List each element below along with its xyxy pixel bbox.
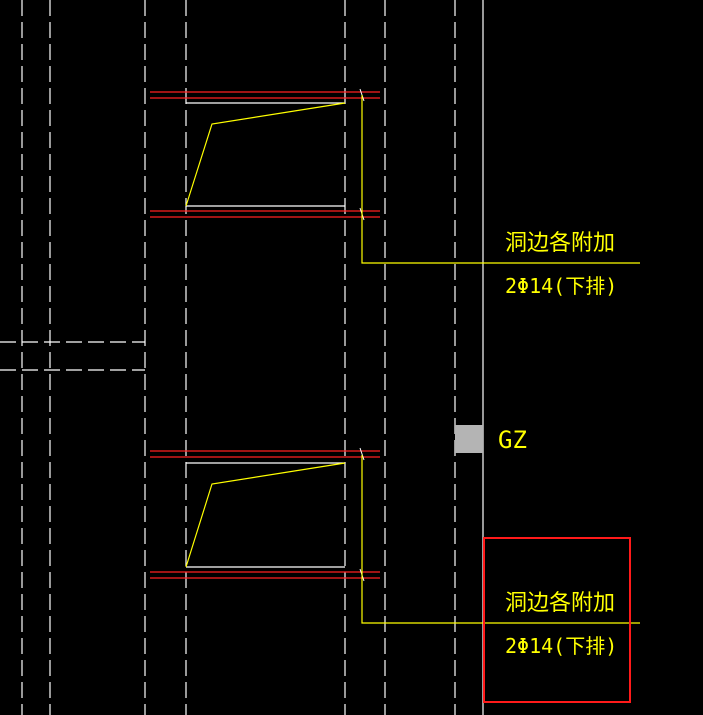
axis-lines — [0, 0, 456, 715]
opening-symbol-upper — [185, 102, 346, 207]
rebar-lines-lower — [150, 450, 380, 579]
opening-frame-lower — [186, 462, 345, 568]
opening-upper — [150, 88, 640, 264]
highlight-box — [483, 537, 631, 703]
opening-symbol-lower — [185, 462, 346, 568]
gz-label: GZ — [498, 426, 527, 454]
annotation-upper-line2: 2Φ14(下排) — [505, 274, 617, 298]
leader-line-upper — [361, 95, 640, 264]
opening-frame-upper — [186, 102, 345, 207]
gz-column[interactable] — [455, 425, 483, 453]
annotation-upper-line1: 洞边各附加 — [505, 231, 615, 256]
annotation-lower-line2: 2Φ14(下排) — [505, 634, 617, 658]
opening-lower — [150, 447, 640, 624]
leader-line-lower — [361, 455, 640, 624]
rebar-lines-upper — [150, 91, 380, 218]
annotation-lower-line1: 洞边各附加 — [505, 591, 615, 616]
